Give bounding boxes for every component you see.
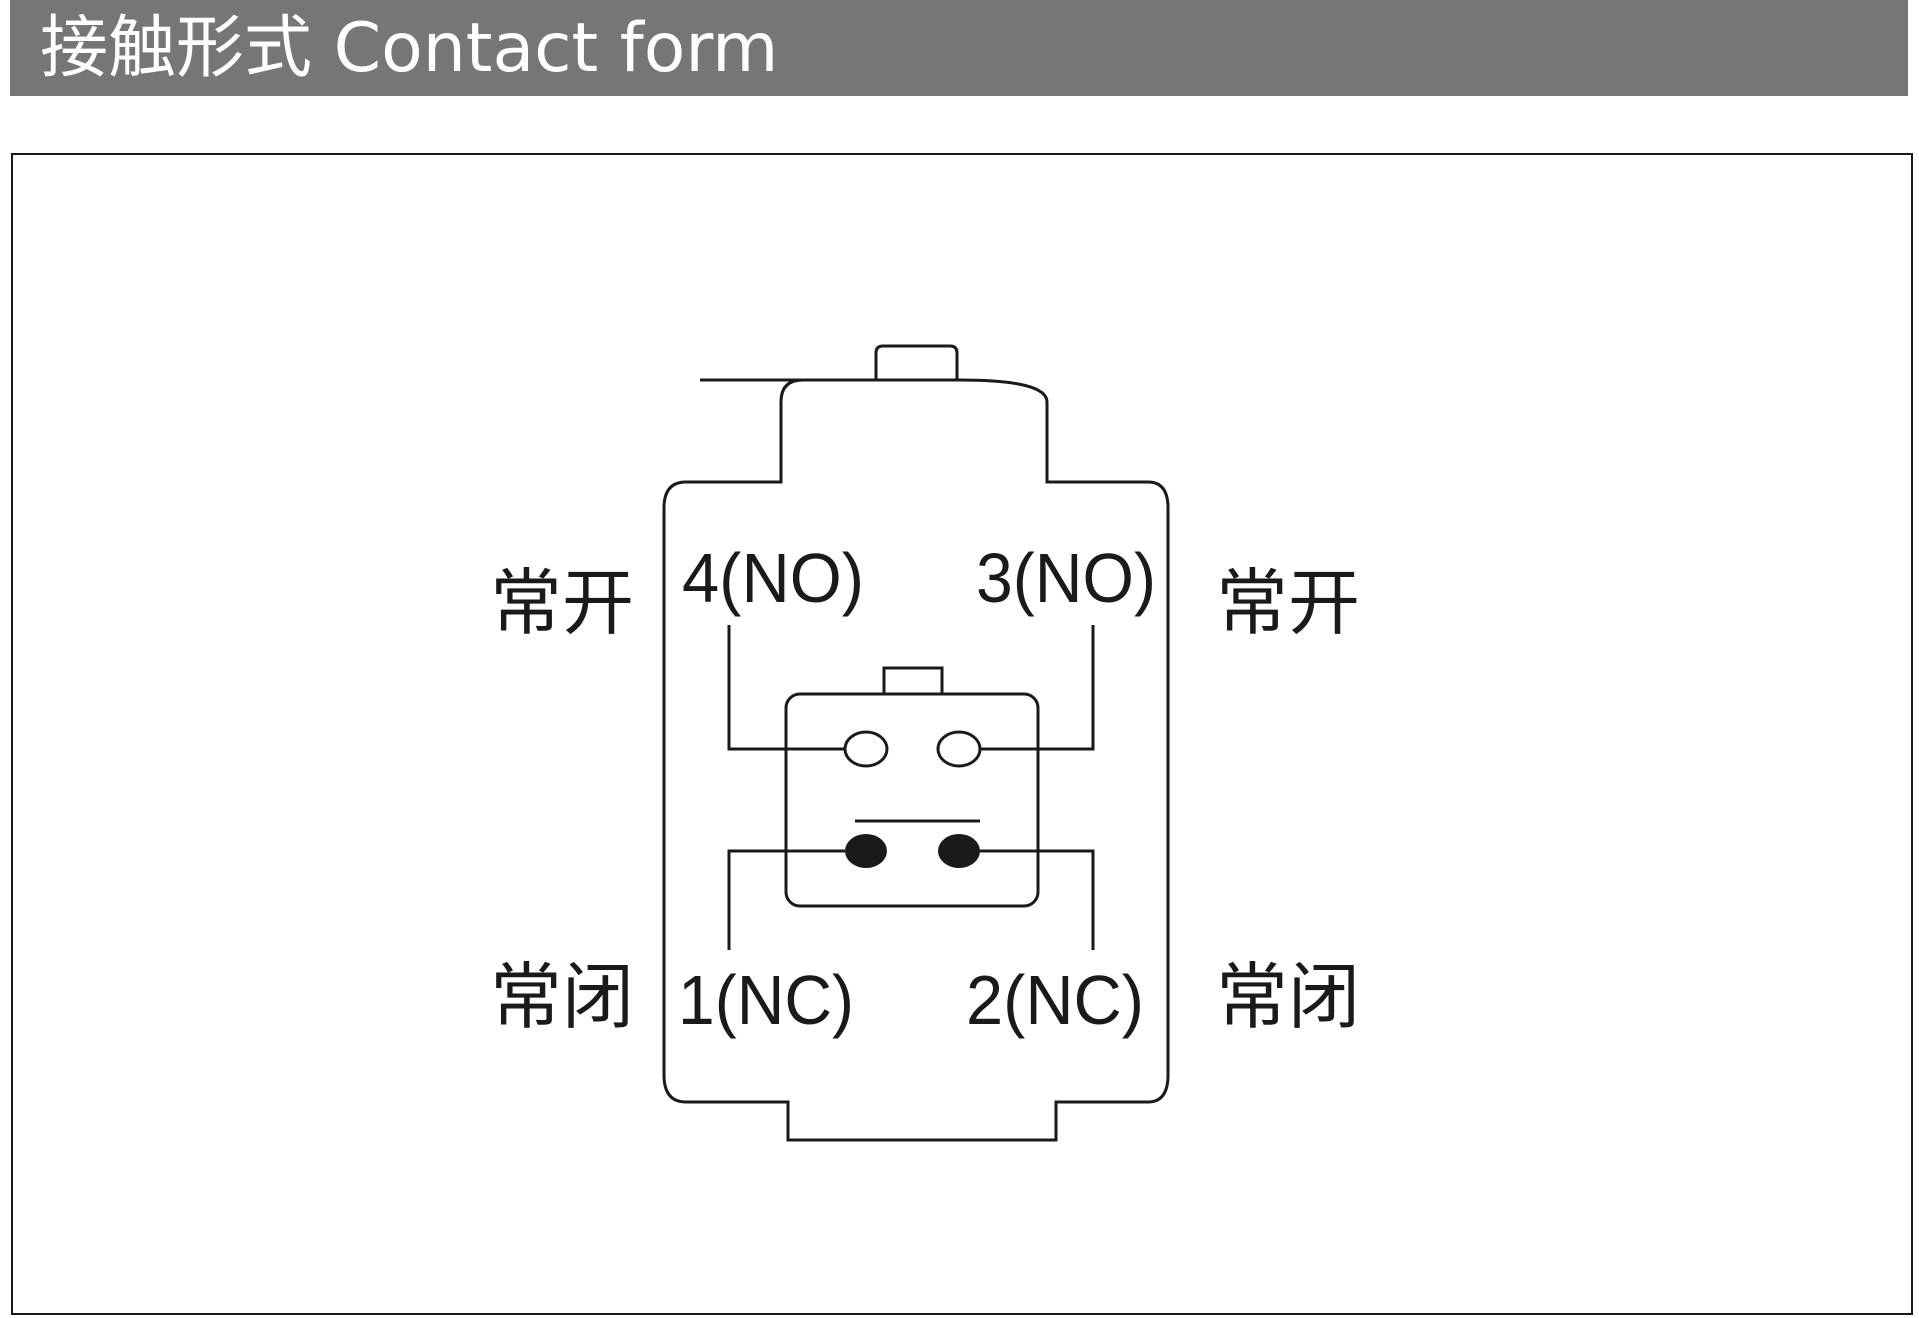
label-terminal-2: 2(NC) (966, 961, 1144, 1039)
wire-terminal-3 (980, 625, 1095, 751)
plunger (882, 666, 944, 696)
contact-block (784, 692, 1040, 908)
label-no-left: 常开 (490, 564, 634, 644)
switch-body-outline (662, 378, 1170, 1142)
no-contact-right (936, 730, 982, 768)
nc-contact-right (938, 834, 980, 868)
label-terminal-3: 3(NO) (976, 539, 1156, 617)
section-header: 接触形式 Contact form (10, 0, 1908, 96)
nc-contact-left (845, 834, 887, 868)
wire-terminal-4 (727, 625, 845, 751)
label-nc-left: 常闭 (490, 958, 634, 1038)
no-contact-left (843, 730, 889, 768)
label-no-right: 常开 (1216, 564, 1360, 644)
diagram-border (11, 153, 1913, 1315)
wire-terminal-1 (727, 849, 845, 950)
label-terminal-1: 1(NC) (678, 961, 854, 1039)
section-title: 接触形式 Contact form (40, 9, 779, 88)
wire-terminal-2 (980, 849, 1095, 950)
actuator-top (874, 344, 959, 380)
label-nc-right: 常闭 (1216, 958, 1360, 1038)
label-terminal-4: 4(NO) (682, 539, 864, 617)
